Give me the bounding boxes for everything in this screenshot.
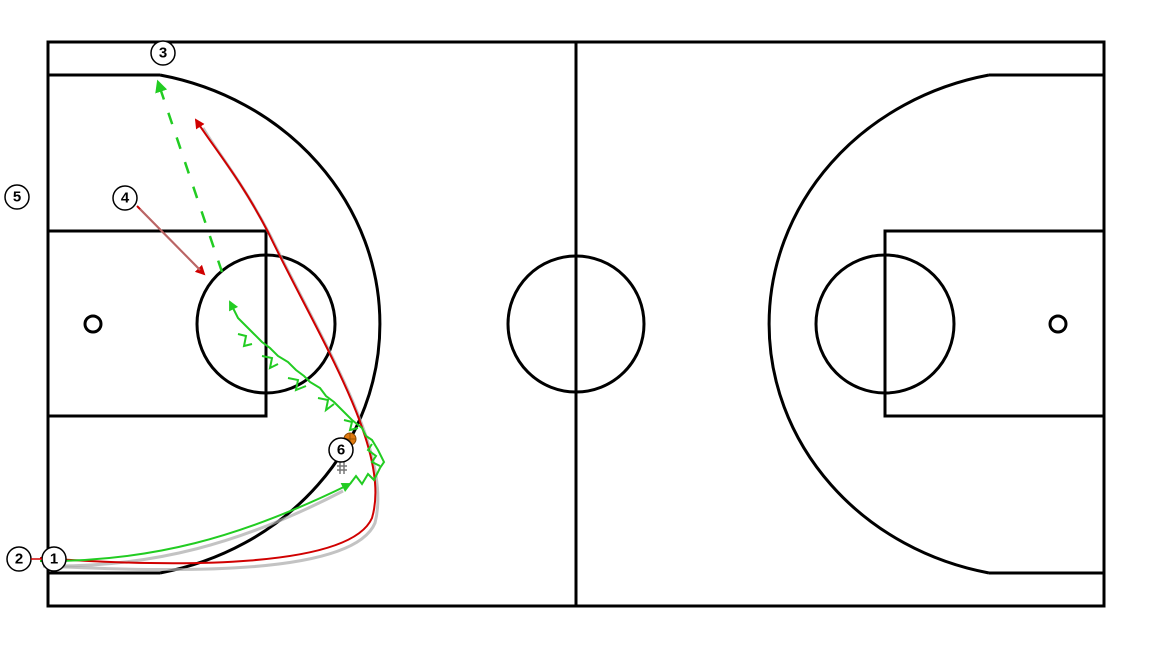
player-3-label: 3	[159, 45, 167, 62]
player-2-label: 2	[15, 551, 23, 568]
player-5-marker: 5	[4, 184, 30, 210]
player-4-label: 4	[121, 190, 130, 207]
player-3-marker: 3	[150, 40, 176, 66]
screen-marker-icon	[337, 462, 347, 474]
right-free-throw-circle	[814, 253, 956, 395]
player-1-marker: 1	[41, 546, 67, 572]
player-6-label: 6	[337, 442, 345, 459]
left-free-throw-circle	[195, 253, 337, 395]
right-basket	[1048, 314, 1068, 334]
left-key	[46, 229, 268, 418]
player-2-marker: 2	[6, 546, 32, 572]
dribble-zigzag	[237, 333, 381, 467]
court-lines	[46, 40, 1106, 608]
left-three-point-arc	[159, 73, 382, 575]
dribble-path	[229, 300, 386, 486]
play-paths	[39, 79, 386, 572]
player-1-label: 1	[50, 551, 58, 568]
right-key	[883, 229, 1106, 418]
pass-path-to-3	[155, 79, 224, 273]
player4-cut-shadow	[139, 208, 201, 271]
pass-path-shadow	[42, 489, 344, 568]
player-5-label: 5	[13, 189, 21, 206]
player-4-marker: 4	[112, 185, 138, 211]
player-6-marker: 6	[328, 437, 354, 463]
pass-path-1	[39, 483, 352, 563]
left-basket	[83, 314, 103, 334]
center-circle	[506, 254, 646, 394]
right-three-point-arc	[767, 73, 990, 575]
